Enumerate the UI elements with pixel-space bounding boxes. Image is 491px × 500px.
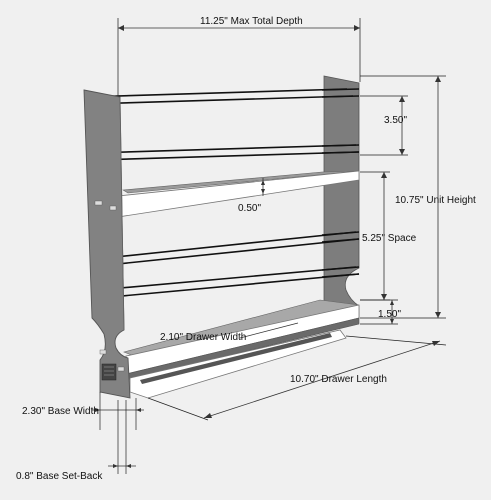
drawer-width-label: 2.10" Drawer Width [160, 332, 246, 343]
base-setback-label: 0.8" Base Set-Back [16, 471, 103, 482]
base-width-label: 2.30" Base Width [22, 406, 99, 417]
shelf-thickness-dimension: 0.50" [238, 178, 265, 214]
left-panel-edge [119, 96, 125, 331]
base-setback-dimension: 0.8" Base Set-Back [16, 400, 136, 482]
right-side-panel [323, 75, 360, 319]
base-height-dimension: 1.50" [360, 299, 401, 325]
depth-dimension: 11.25" Max Total Depth [117, 16, 361, 96]
shelf-screw-marks [94, 200, 103, 206]
drawer-length-dimension: 10.70" Drawer Length [147, 335, 447, 421]
left-side-panel [83, 89, 131, 399]
drawer-side-marks [99, 349, 107, 355]
base-height-label: 1.50" [378, 309, 401, 320]
top-rails [83, 88, 360, 161]
middle-rails [95, 231, 360, 299]
max-total-depth-label: 11.25" Max Total Depth [200, 16, 303, 27]
rail-spacing-label: 3.50" [384, 115, 407, 126]
space-dimension: 5.25" Space [360, 171, 417, 301]
unit-height-dimension: 10.75" Unit Height [360, 75, 476, 319]
space-label: 5.25" Space [362, 233, 417, 244]
drawer-width-dimension: 2.10" Drawer Width [160, 322, 299, 343]
drawer-length-label: 10.70" Drawer Length [290, 374, 387, 385]
rail-spacing-dimension: 3.50" [360, 95, 408, 156]
shelf-screw-marks-2 [109, 205, 117, 211]
drawer-side-marks-2 [117, 366, 125, 372]
drawer-slide-bracket [101, 363, 117, 381]
drawer-pull-slot [140, 333, 332, 384]
rail-ends [321, 88, 360, 278]
unit-height-label: 10.75" Unit Height [395, 195, 476, 206]
shelf-thickness-label: 0.50" [238, 203, 261, 214]
